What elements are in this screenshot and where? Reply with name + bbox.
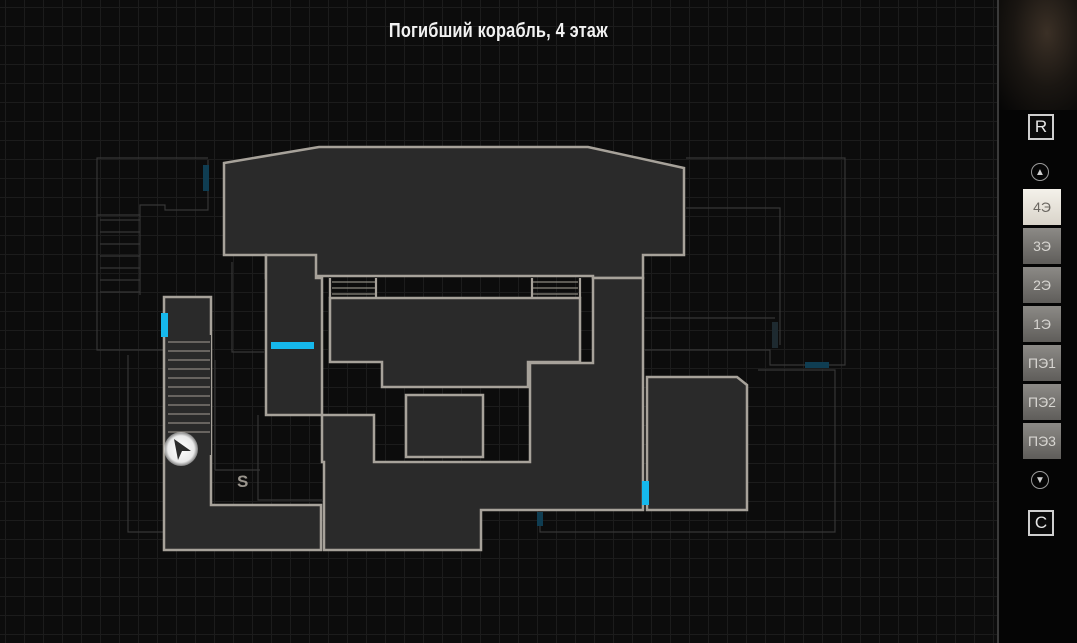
doors xyxy=(161,165,829,526)
save-marker-label: S xyxy=(237,472,249,491)
panel-backdrop xyxy=(999,0,1077,110)
locked-door-s xyxy=(537,512,543,526)
door-corridor xyxy=(271,342,314,349)
floor-map xyxy=(96,145,846,552)
floor-scroll-up-button[interactable]: ▲ xyxy=(1031,163,1049,181)
player-marker xyxy=(164,432,198,466)
east-room xyxy=(645,375,749,512)
central-block xyxy=(320,276,645,552)
player-arrow-icon xyxy=(174,439,191,460)
floor-4e[interactable]: 4Э xyxy=(1023,189,1061,225)
locked-door-nw xyxy=(203,165,209,191)
locked-door-e xyxy=(772,322,778,348)
unexplored-outlines xyxy=(96,157,846,533)
rotate-key-button[interactable]: R xyxy=(1028,114,1054,140)
floor-pe2[interactable]: ПЭ2 xyxy=(1023,384,1061,420)
floor-panel: R ▲ 4Э 3Э 2Э 1Э ПЭ1 ПЭ2 ПЭ3 ▼ C xyxy=(997,0,1077,643)
close-key-button[interactable]: C xyxy=(1028,510,1054,536)
floor-pe1[interactable]: ПЭ1 xyxy=(1023,345,1061,381)
floor-scroll-down-button[interactable]: ▼ xyxy=(1031,471,1049,489)
floor-1e[interactable]: 1Э xyxy=(1023,306,1061,342)
map-title: Погибший корабль, 4 этаж xyxy=(388,20,608,42)
map-area[interactable]: Погибший корабль, 4 этаж S xyxy=(0,0,997,643)
explored-rooms xyxy=(162,145,749,552)
floor-pe3[interactable]: ПЭ3 xyxy=(1023,423,1061,459)
center-room xyxy=(404,393,485,459)
locked-door-ne xyxy=(805,362,829,368)
chevron-up-icon: ▲ xyxy=(1035,167,1045,178)
floor-3e[interactable]: 3Э xyxy=(1023,228,1061,264)
floor-list: 4Э 3Э 2Э 1Э ПЭ1 ПЭ2 ПЭ3 xyxy=(1023,189,1061,462)
left-corridor xyxy=(264,253,324,417)
floor-2e[interactable]: 2Э xyxy=(1023,267,1061,303)
door-east-room xyxy=(642,481,649,505)
chevron-down-icon: ▼ xyxy=(1035,475,1045,486)
inner-balcony xyxy=(328,296,582,389)
door-stair-left xyxy=(161,313,168,337)
